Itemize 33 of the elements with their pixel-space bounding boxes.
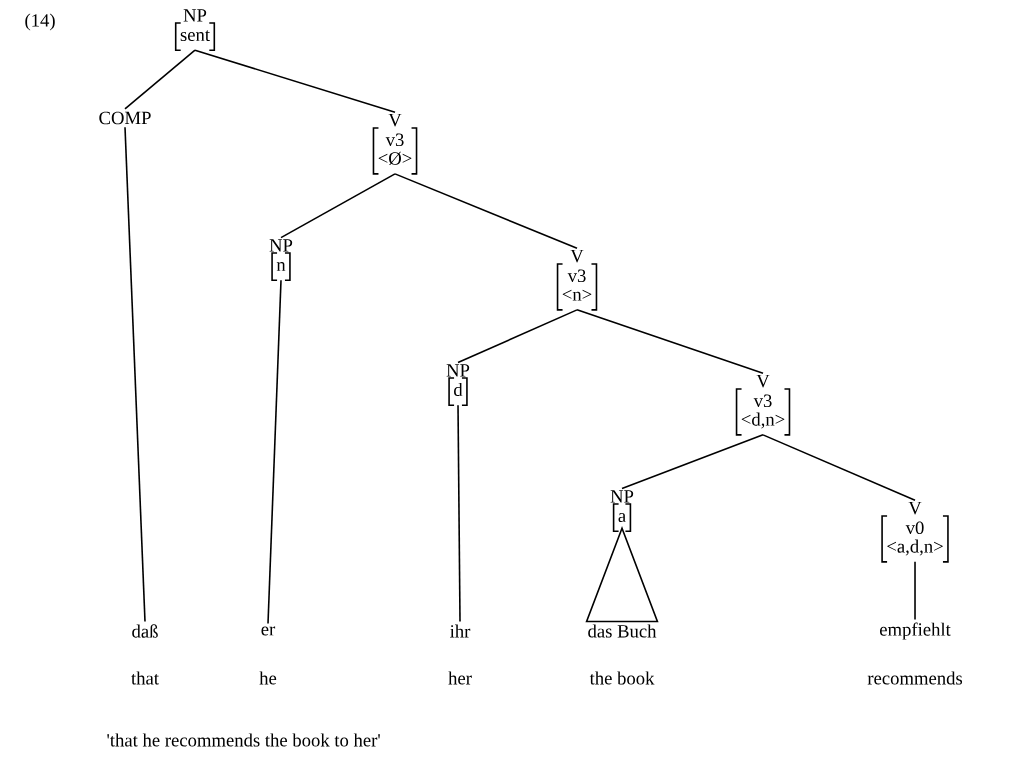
- branch-line: [267, 279, 282, 625]
- category-label: COMP: [99, 111, 151, 125]
- gloss: he: [259, 671, 277, 685]
- word: er: [261, 626, 276, 636]
- feature-node: V v3 <Ø>: [372, 113, 418, 175]
- branch-line: [914, 561, 916, 621]
- branch-line: [457, 309, 578, 364]
- gloss: the book: [589, 671, 655, 685]
- gloss: her: [448, 671, 472, 685]
- feature-node: NP d: [446, 364, 470, 406]
- example-number: (14): [25, 13, 55, 31]
- branch-line: [124, 49, 196, 110]
- branch-line: [576, 309, 764, 375]
- branch-line: [124, 126, 146, 623]
- branch-line: [280, 173, 396, 239]
- word: empfiehlt: [880, 622, 951, 640]
- gloss: recommends: [867, 671, 963, 685]
- translation: 'that he recommends the book to her': [107, 733, 380, 747]
- branch-line: [762, 434, 916, 502]
- word: ihr: [450, 624, 471, 638]
- gloss: that: [131, 671, 159, 685]
- feature-node: V v3 <n>: [556, 249, 598, 311]
- branch-line: [457, 404, 461, 623]
- branch-line: [194, 49, 396, 114]
- feature-node: V v3 <d,n>: [735, 374, 791, 436]
- feature-node: NP a: [610, 490, 634, 532]
- word: das Buch: [588, 624, 657, 638]
- feature-node: V v0 <a,d,n>: [881, 501, 949, 563]
- branch-line: [621, 434, 764, 490]
- word: daß: [132, 624, 158, 638]
- feature-node: NP n: [269, 239, 293, 281]
- feature-node: NP sent: [174, 9, 216, 51]
- branch-line: [394, 173, 578, 250]
